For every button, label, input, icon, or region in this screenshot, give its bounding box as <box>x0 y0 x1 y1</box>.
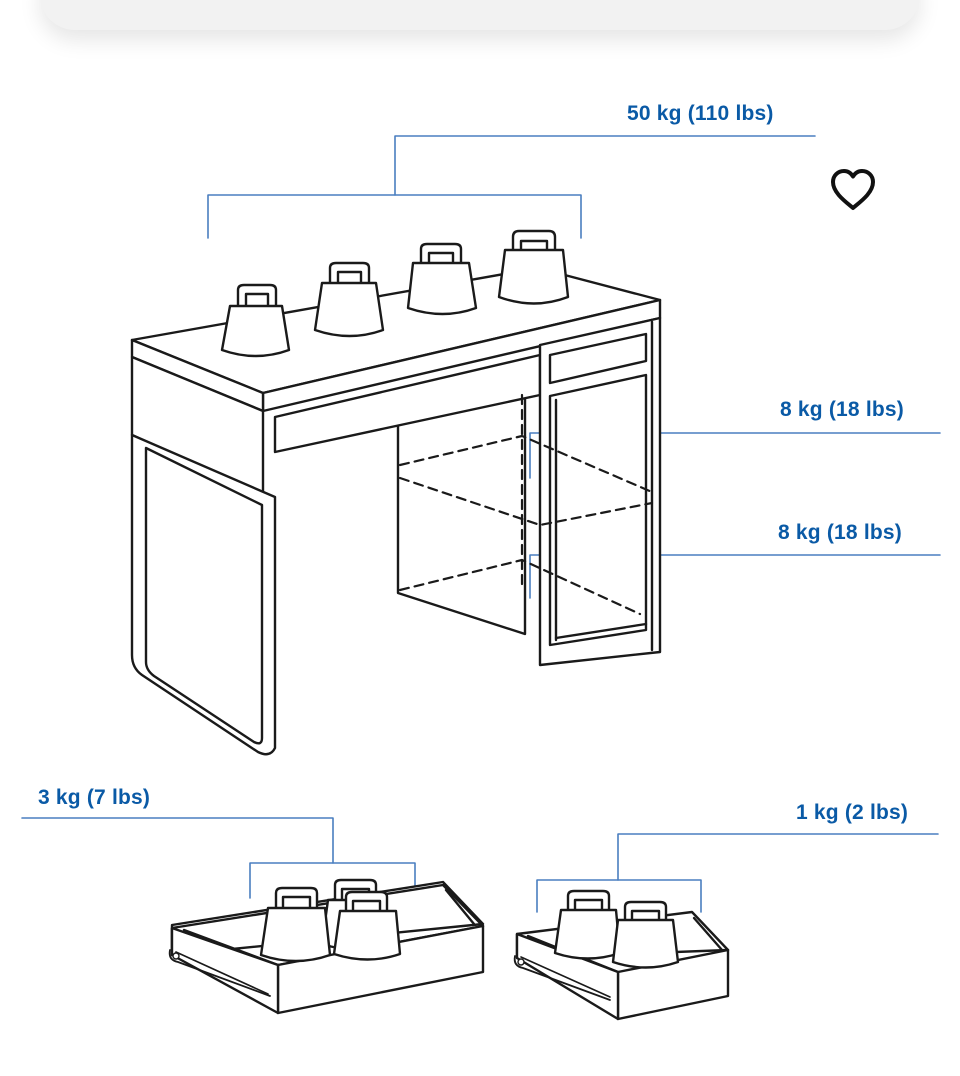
drawer-weight-e <box>611 900 680 969</box>
large-drawer-weights <box>259 878 402 963</box>
drawer-weight-d <box>553 889 622 960</box>
callout-upper-shelf <box>529 432 941 479</box>
upper-shelf-back <box>398 434 654 494</box>
callout-desktop-bracket <box>207 194 582 239</box>
callout-desktop-stem <box>394 135 816 196</box>
favorite-button[interactable] <box>824 164 882 216</box>
column-drawer-face <box>548 332 648 385</box>
desk <box>130 266 662 756</box>
desk-weight-2 <box>313 261 385 338</box>
desk-weights <box>220 229 570 358</box>
drawer-weight-b <box>259 886 332 963</box>
small-drawer-weights <box>553 889 680 969</box>
upper-shelf-front <box>398 476 654 527</box>
large-drawer-side <box>170 926 280 1015</box>
large-drawer-load-label: 3 kg (7 lbs) <box>38 786 151 809</box>
callout-small-drawer-bracket <box>536 879 702 913</box>
column-compartment <box>548 373 648 647</box>
top-card-shadow <box>40 0 920 30</box>
callout-lines <box>21 135 941 913</box>
callout-lower-shelf <box>529 554 941 599</box>
callout-small-drawer-stem <box>617 833 939 881</box>
callout-large-drawer-stem <box>21 817 334 864</box>
compartment-bottom-edge <box>554 622 648 640</box>
desktop-load-label: 50 kg (110 lbs) <box>627 102 774 125</box>
upper-shelf-load-label: 8 kg (18 lbs) <box>780 398 904 421</box>
left-leg-inner <box>144 446 264 745</box>
drawer-weight-c <box>332 890 402 961</box>
desk-weight-1 <box>220 283 291 358</box>
lower-shelf-load-label: 8 kg (18 lbs) <box>778 521 902 544</box>
heart-outline-icon <box>831 169 875 210</box>
desk-weight-4 <box>497 229 570 305</box>
small-drawer-load-label: 1 kg (2 lbs) <box>796 801 909 824</box>
shelves-dashed <box>398 393 654 616</box>
desk-weight-3 <box>406 242 478 316</box>
callout-large-drawer-bracket <box>249 862 416 899</box>
